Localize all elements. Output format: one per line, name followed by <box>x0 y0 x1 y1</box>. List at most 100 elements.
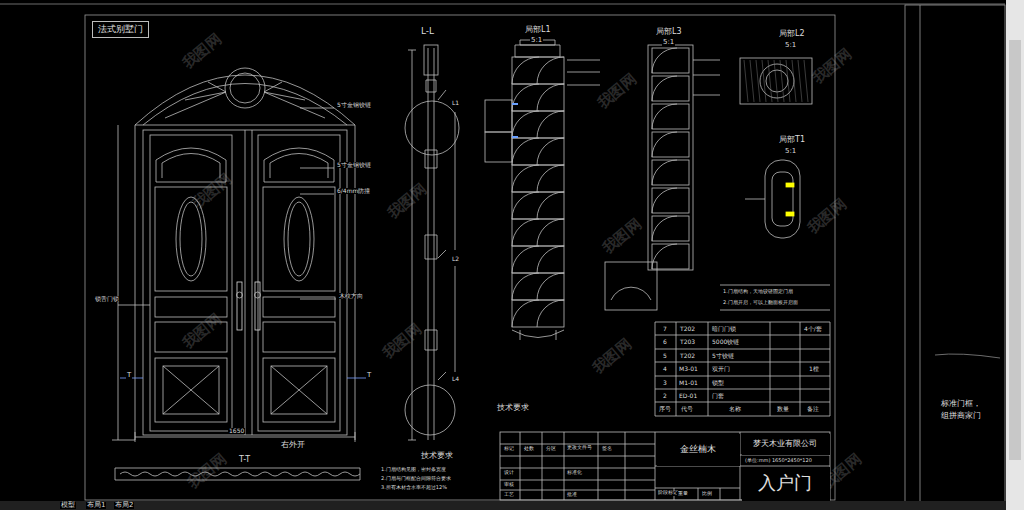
drawing-line <box>693 60 720 61</box>
drawing-line <box>698 488 699 500</box>
drawing-annotation: 处数 <box>523 446 535 451</box>
drawing-annotation: 2 <box>662 393 668 399</box>
drawing-annotation: 5000铰链 <box>711 339 740 345</box>
drawing-rect <box>648 45 693 270</box>
drawing-ellipse <box>288 202 310 276</box>
drawing-annotation: 5寸铰链 <box>711 353 735 359</box>
drawing-circle <box>405 385 455 435</box>
drawing-path <box>425 80 437 350</box>
drawing-rect <box>605 262 657 310</box>
drawing-line <box>434 48 435 440</box>
drawing-line <box>655 488 740 489</box>
drawing-annotation: 布局1 <box>86 502 106 509</box>
drawing-line <box>300 108 334 109</box>
drawing-annotation: T-T <box>238 456 251 464</box>
drawing-annotation: T <box>366 372 372 379</box>
drawing-line <box>744 60 748 102</box>
drawing-circle <box>225 68 265 108</box>
drawing-path <box>537 219 564 246</box>
drawing-path <box>537 192 564 219</box>
drawing-line <box>252 130 253 435</box>
drawing-path <box>611 287 651 300</box>
drawing-line <box>264 82 282 92</box>
drawing-annotation: 3.所有木材含水率不超过12% <box>380 485 448 490</box>
drawing-rect <box>512 84 564 111</box>
drawing-path <box>537 84 564 111</box>
drawing-path <box>537 300 564 327</box>
drawing-path <box>652 244 677 269</box>
drawing-path <box>652 48 677 73</box>
drawing-line <box>438 250 446 258</box>
drawing-line <box>271 366 327 414</box>
drawing-path <box>512 111 539 138</box>
drawing-annotation: 局部L3 <box>655 28 683 36</box>
drawing-line <box>264 92 305 100</box>
drawing-line <box>567 60 600 61</box>
drawing-line <box>655 416 830 417</box>
drawing-rect <box>255 282 260 330</box>
drawing-line <box>676 322 677 416</box>
drawing-annotation: 批准 <box>566 492 578 497</box>
drawing-rect <box>263 297 335 317</box>
drawing-line <box>500 490 655 491</box>
drawing-rect <box>786 183 794 187</box>
drawing-line <box>786 60 790 102</box>
title-tag: 法式别墅门 <box>92 21 149 38</box>
title-block-cell: 金丝楠木 <box>657 434 740 466</box>
drawing-line <box>135 437 355 438</box>
drawing-line <box>598 432 599 500</box>
drawing-annotation: 5:1 <box>662 39 675 46</box>
drawing-line <box>455 112 456 250</box>
drawing-rect <box>155 187 227 291</box>
drawing-line <box>520 432 521 500</box>
drawing-ellipse <box>180 202 202 276</box>
drawing-path <box>115 468 360 480</box>
watermark: 我图网 <box>805 196 849 236</box>
tab-bar <box>0 501 1006 510</box>
drawing-rect <box>258 135 340 431</box>
drawing-circle <box>230 73 260 103</box>
drawing-rect <box>512 300 564 327</box>
drawing-rect <box>772 172 793 226</box>
drawing-path <box>537 165 564 192</box>
watermark: 我图网 <box>185 451 229 491</box>
drawing-annotation: L4 <box>451 376 460 382</box>
drawing-line <box>750 60 754 102</box>
drawing-line <box>804 60 808 102</box>
drawing-line <box>693 75 720 76</box>
drawing-annotation: 标准门框， <box>940 400 982 408</box>
drawing-rect <box>740 58 812 104</box>
drawing-annotation: 审核 <box>503 482 515 487</box>
drawing-line <box>300 194 334 195</box>
drawing-line <box>720 285 830 286</box>
drawing-annotation: M3-01 <box>678 366 699 372</box>
drawing-rect <box>652 104 689 129</box>
drawing-rect <box>512 219 564 246</box>
node-text: 金丝楠木 <box>680 445 718 454</box>
drawing-path <box>512 219 539 246</box>
drawing-path <box>652 188 677 213</box>
drawing-annotation: 右外开 <box>280 441 306 449</box>
drawing-line <box>655 389 830 390</box>
drawing-rect <box>652 76 689 101</box>
drawing-path <box>120 472 360 476</box>
drawing-path <box>537 246 564 273</box>
drawing-rect <box>652 188 689 213</box>
drawing-line <box>118 125 119 440</box>
drawing-annotation: T202 <box>679 326 696 332</box>
drawing-line <box>655 402 830 403</box>
drawing-annotation: 序号 <box>658 406 672 412</box>
drawing-annotation: 1650 <box>228 428 245 434</box>
drawing-annotation: 代号 <box>680 406 694 412</box>
title-block-cell: 梦天木业有限公司 <box>742 434 830 455</box>
drawing-line <box>163 366 219 414</box>
drawing-line <box>300 299 336 300</box>
drawing-path <box>512 57 539 84</box>
drawing-annotation: 分区 <box>545 446 557 451</box>
drawing-annotation: 6 <box>662 339 668 345</box>
drawing-annotation: 1.门扇结构，天地铰链固定门扇 <box>722 289 794 294</box>
drawing-annotation: M1-01 <box>678 380 699 386</box>
drawing-annotation: 1樘 <box>808 366 820 372</box>
drawing-rect <box>263 187 335 291</box>
